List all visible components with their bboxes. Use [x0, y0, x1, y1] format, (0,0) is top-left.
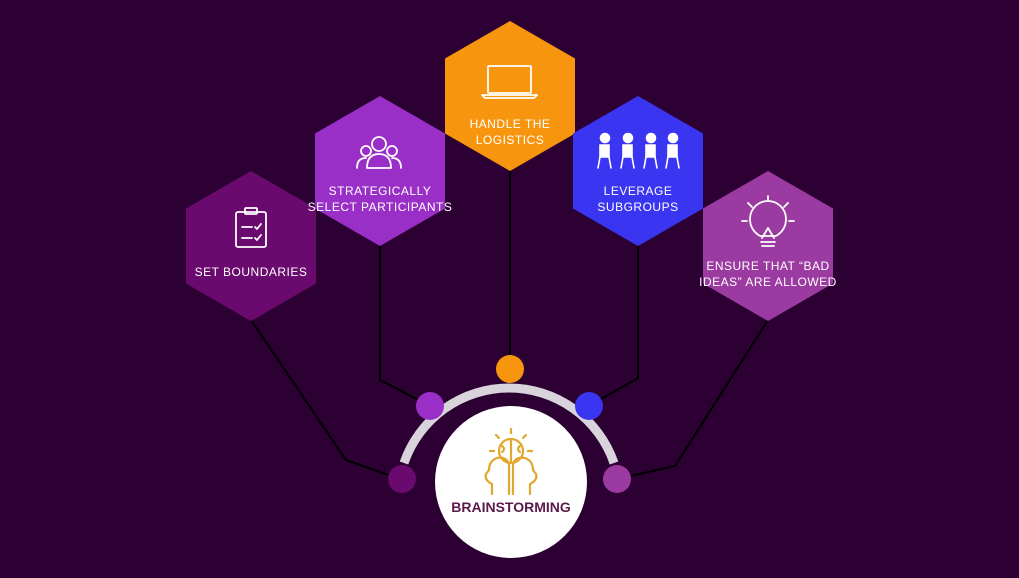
- hexagon-select-participants: [315, 96, 445, 246]
- hex-label-set-boundaries: SET BOUNDARIES: [194, 265, 308, 279]
- arc-node-handle-logistics: [496, 355, 524, 383]
- hex-label-leverage-subgroups: LEVERAGE SUBGROUPS: [597, 184, 679, 214]
- people-group-icon: [356, 136, 402, 169]
- hexagon-handle-logistics: [445, 21, 575, 171]
- arc-node-select-participants: [416, 392, 444, 420]
- center-arc: [399, 383, 619, 465]
- lightbulb-icon: [741, 195, 795, 247]
- connector-bad-ideas: [616, 319, 769, 480]
- seated-people-icon: [597, 132, 680, 169]
- hexagon-leverage-subgroups: [573, 96, 703, 246]
- hexagon-set-boundaries: [186, 171, 316, 321]
- connector-set-boundaries: [250, 319, 401, 480]
- connector-leverage-subgroups: [588, 245, 639, 407]
- arc-node-set-boundaries: [388, 465, 416, 493]
- center-label: BRAINSTORMING: [451, 499, 571, 515]
- hex-label-select-participants: STRATEGICALLY SELECT PARTICIPANTS: [307, 184, 453, 214]
- clipboard-checklist-icon: [235, 207, 267, 248]
- center-circle: [435, 406, 587, 558]
- connector-select-participants: [379, 245, 431, 407]
- laptop-icon: [481, 65, 538, 99]
- hex-label-handle-logistics: HANDLE THE LOGISTICS: [469, 117, 551, 147]
- brain-heads-icon: [484, 427, 538, 496]
- hex-label-bad-ideas: ENSURE THAT “BAD IDEAS” ARE ALLOWED: [699, 259, 837, 289]
- arc-node-bad-ideas: [603, 465, 631, 493]
- arc-node-leverage-subgroups: [575, 392, 603, 420]
